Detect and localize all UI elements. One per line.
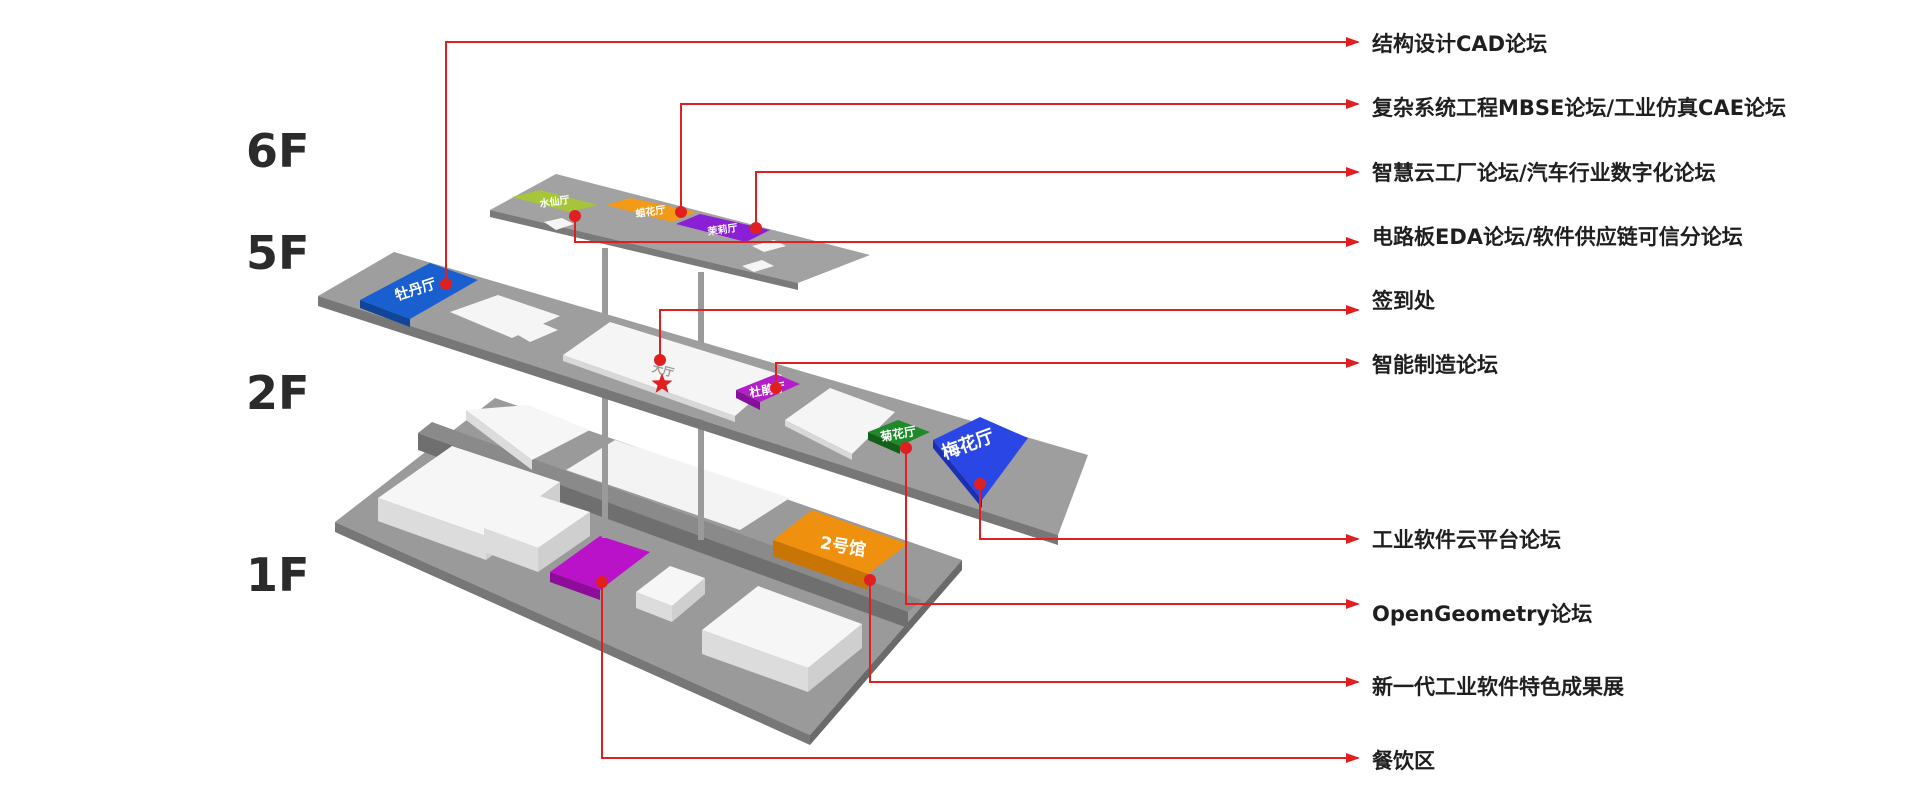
leader-line-dining: [601, 582, 1360, 763]
leader-dot-opengeometry: [900, 442, 912, 454]
floor-2f-room-small-3: [785, 388, 895, 460]
floor-label-6f: 6F: [246, 124, 310, 178]
leader-line-checkin: [659, 305, 1360, 360]
room-juhua-label: 菊花厅: [878, 423, 917, 444]
leader-dot-cad: [440, 278, 452, 290]
room-lobby-label: 大厅: [651, 361, 676, 380]
room-shuixian: 水仙厅: [512, 190, 598, 212]
room-moli: 茉莉厅: [676, 214, 770, 242]
legend-cloud-platform: 工业软件云平台论坛: [1372, 528, 1561, 552]
floor-1f-building-center: [566, 440, 790, 530]
leader-line-expo: [869, 580, 1360, 687]
floor-label-1f: 1F: [246, 548, 310, 602]
leader-dot-cloud-factory: [750, 222, 762, 234]
legend-cad: 结构设计CAD论坛: [1372, 32, 1548, 56]
leader-line-eda: [574, 216, 1360, 247]
leader-line-smart-mfg: [775, 358, 1360, 388]
room-juhua: 菊花厅: [868, 420, 930, 454]
leader-lines: [440, 37, 1360, 763]
leader-line-cloud-platform: [979, 484, 1360, 544]
leader-dot-eda: [569, 210, 581, 222]
leader-line-cloud-factory: [755, 167, 1360, 228]
leader-dot-mbse: [675, 206, 687, 218]
legend-cloud-factory: 智慧云工厂论坛/汽车行业数字化论坛: [1372, 161, 1716, 185]
legend-eda: 电路板EDA论坛/软件供应链可信分论坛: [1372, 225, 1743, 249]
leader-dot-cloud-platform: [974, 478, 986, 490]
floor-2f-room-lobby: 大厅: [563, 322, 782, 422]
floor-label-2f: 2F: [246, 366, 310, 420]
leader-dot-smart-mfg: [770, 382, 782, 394]
leader-line-cad: [445, 37, 1360, 284]
room-dining: [550, 536, 650, 600]
room-meihua: 梅花厅: [933, 417, 1028, 508]
leader-dot-dining: [596, 576, 608, 588]
leader-dot-checkin: [654, 354, 666, 366]
room-hall2: 2号馆: [773, 510, 908, 590]
room-lahua-label: 蜡花厅: [635, 203, 667, 220]
leader-line-opengeometry: [905, 448, 1360, 609]
leader-dot-expo: [864, 574, 876, 586]
legend-expo: 新一代工业软件特色成果展: [1372, 675, 1624, 699]
floor-2f-room-small-2: [506, 320, 558, 342]
floor-1f-building-d: [636, 566, 705, 622]
room-shuixian-label: 水仙厅: [538, 193, 571, 210]
floor-6f-slab: [490, 174, 870, 290]
floor-1f-building-c: [484, 495, 590, 572]
room-mudan-5f: 牡丹厅: [360, 263, 478, 327]
floor-1f-building-b: [466, 405, 590, 470]
legend-opengeometry: OpenGeometry论坛: [1372, 602, 1593, 626]
room-moli-label: 茉莉厅: [707, 221, 739, 238]
room-dujuan: 杜鹃厅: [736, 374, 800, 410]
floor-6f-white-blocks: [544, 218, 786, 272]
legend-dining: 餐饮区: [1372, 749, 1435, 773]
checkin-star-icon: [651, 373, 673, 393]
legend-smart-mfg: 智能制造论坛: [1372, 353, 1498, 377]
legend-mbse: 复杂系统工程MBSE论坛/工业仿真CAE论坛: [1372, 96, 1787, 120]
floor-1f-building-e: [702, 586, 862, 692]
leader-line-mbse: [680, 99, 1360, 212]
room-lahua: 蜡花厅: [606, 198, 696, 222]
floor-label-5f: 5F: [246, 226, 310, 280]
legend-checkin: 签到处: [1372, 289, 1435, 313]
